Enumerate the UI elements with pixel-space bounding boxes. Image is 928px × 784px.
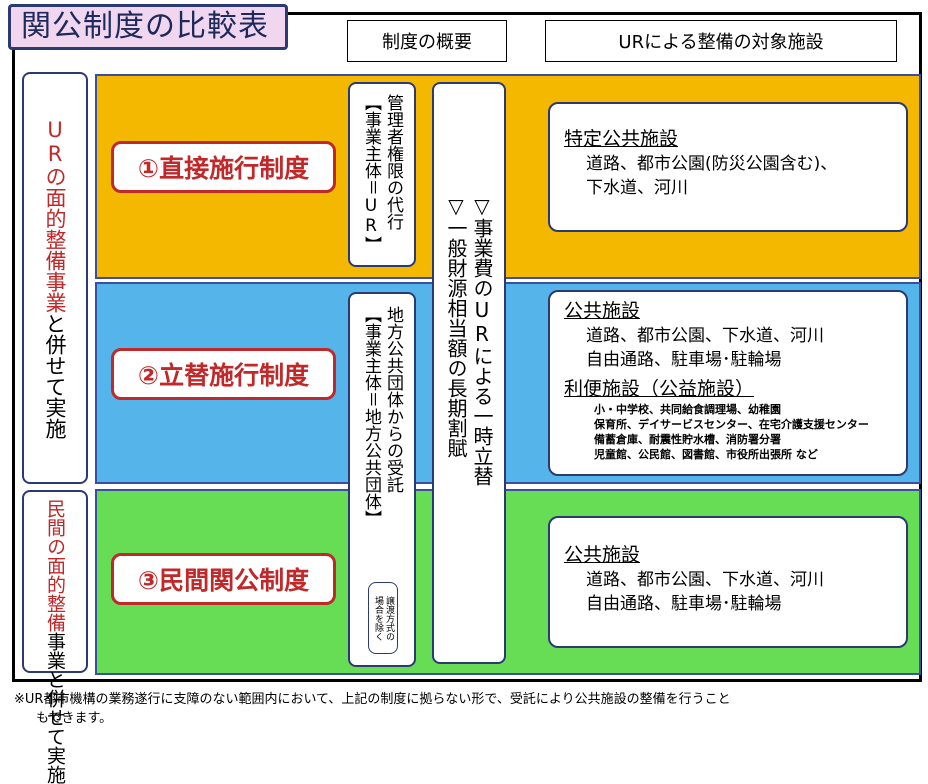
role-private-note-line1: 譲渡方式の — [384, 595, 394, 641]
role-box-direct: 管理者権限の代行 【事業主体＝UR】 — [348, 82, 416, 267]
facilities-direct: 特定公共施設 道路、都市公園(防災公園含む)、 下水道、河川 — [548, 102, 908, 232]
facilities-direct-line2: 下水道、河川 — [586, 178, 688, 198]
facilities-direct-heading: 特定公共施設 — [564, 128, 679, 150]
footnote-line2: もできます。 — [36, 711, 113, 726]
left-group-ur-black: と併せて実施 — [43, 312, 67, 439]
role-direct-line2: 【事業主体＝UR】 — [361, 94, 381, 253]
left-group-ur: URの面的整備事業と併せて実施 — [22, 72, 88, 484]
facilities-advance-small-3: 児童館、公民館、図書館、市役所出張所 など — [594, 448, 818, 461]
header-facilities: URによる整備の対象施設 — [545, 20, 897, 62]
facilities-advance-heading2: 利便施設（公益施設） — [564, 378, 755, 400]
facilities-private: 公共施設 道路、都市公園、下水道、河川 自由通路、駐車場･駐輪場 — [548, 516, 908, 648]
funding-note-box: ▽事業費のURによる一時立替 ▽一般財源相当額の長期割賦 — [432, 82, 506, 664]
funding-note-line1: ▽事業費のURによる一時立替 — [470, 194, 494, 486]
footnote-line1: ※UR都市機構の業務遂行に支障のない範囲内において、上記の制度に拠らない形で、受… — [14, 692, 731, 707]
facilities-advance-line2: 自由通路、駐車場･駐輪場 — [586, 350, 782, 370]
header-overview: 制度の概要 — [347, 20, 507, 62]
facilities-advance: 公共施設 道路、都市公園、下水道、河川 自由通路、駐車場･駐輪場 利便施設（公益… — [548, 290, 908, 476]
facilities-advance-heading: 公共施設 — [564, 300, 641, 322]
facilities-private-heading: 公共施設 — [564, 544, 641, 566]
role-box-advance: 地方公共団体からの受託 【事業主体＝地方公共団体】 譲渡方式の 場合を除く — [348, 292, 416, 667]
left-group-ur-red: URの面的整備事業 — [43, 117, 67, 313]
role-private-note-line2: 場合を除く — [373, 595, 383, 641]
facilities-advance-small-0: 小・中学校、共同給食調理場、幼稚園 — [594, 403, 781, 416]
page-title: 関公制度の比較表 — [8, 4, 288, 50]
system-direct-label: ①直接施行制度 — [111, 141, 336, 193]
role-direct-line1: 管理者権限の代行 — [383, 94, 403, 230]
role-advance-line1: 地方公共団体からの受託 — [383, 306, 403, 493]
system-private-label: ③民間関公制度 — [111, 553, 336, 605]
facilities-advance-small-1: 保育所、デイサービスセンター、在宅介護支援センター — [594, 418, 869, 431]
role-private-note: 譲渡方式の 場合を除く — [368, 582, 398, 654]
left-group-private-red: 民間の面的整備 — [44, 499, 66, 632]
facilities-advance-small-2: 備蓄倉庫、耐震性貯水槽、消防署分署 — [594, 433, 781, 446]
funding-note-line2: ▽一般財源相当額の長期割賦 — [444, 194, 468, 458]
left-group-private: 民間の面的整備事業と併せて実施 — [22, 490, 88, 784]
footnote: ※UR都市機構の業務遂行に支障のない範囲内において、上記の制度に拠らない形で、受… — [14, 690, 919, 728]
facilities-advance-line1: 道路、都市公園、下水道、河川 — [586, 326, 824, 346]
facilities-direct-line1: 道路、都市公園(防災公園含む)、 — [586, 154, 838, 174]
role-advance-line2: 【事業主体＝地方公共団体】 — [361, 306, 381, 527]
facilities-private-line2: 自由通路、駐車場･駐輪場 — [586, 594, 782, 614]
system-advance-label: ②立替施行制度 — [111, 348, 336, 400]
facilities-private-line1: 道路、都市公園、下水道、河川 — [586, 570, 824, 590]
